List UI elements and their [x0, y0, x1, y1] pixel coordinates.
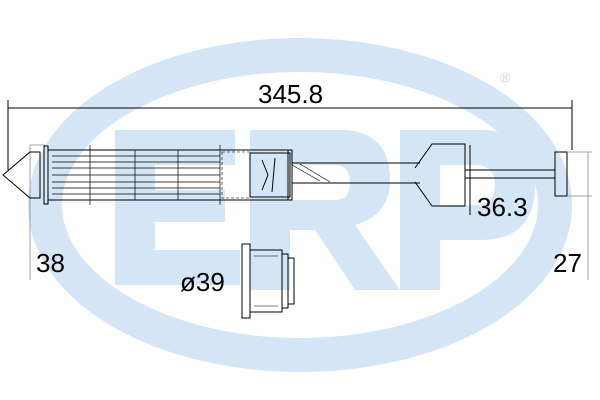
fitting-height-dimension: [567, 151, 592, 280]
era-logo-watermark: [28, 38, 572, 372]
seal-ring: [241, 243, 295, 319]
body-height-dimension: [29, 144, 45, 280]
ring-diameter-label: ø39: [180, 267, 225, 297]
body-height-label: 38: [36, 248, 65, 278]
length-label: 345.8: [258, 79, 323, 109]
fitting-height-label: 27: [553, 248, 582, 278]
dryer-body: [2, 143, 568, 207]
length-dimension: [7, 100, 573, 170]
registered-mark: ®: [500, 69, 511, 85]
cone-height-label: 36.3: [477, 192, 528, 222]
